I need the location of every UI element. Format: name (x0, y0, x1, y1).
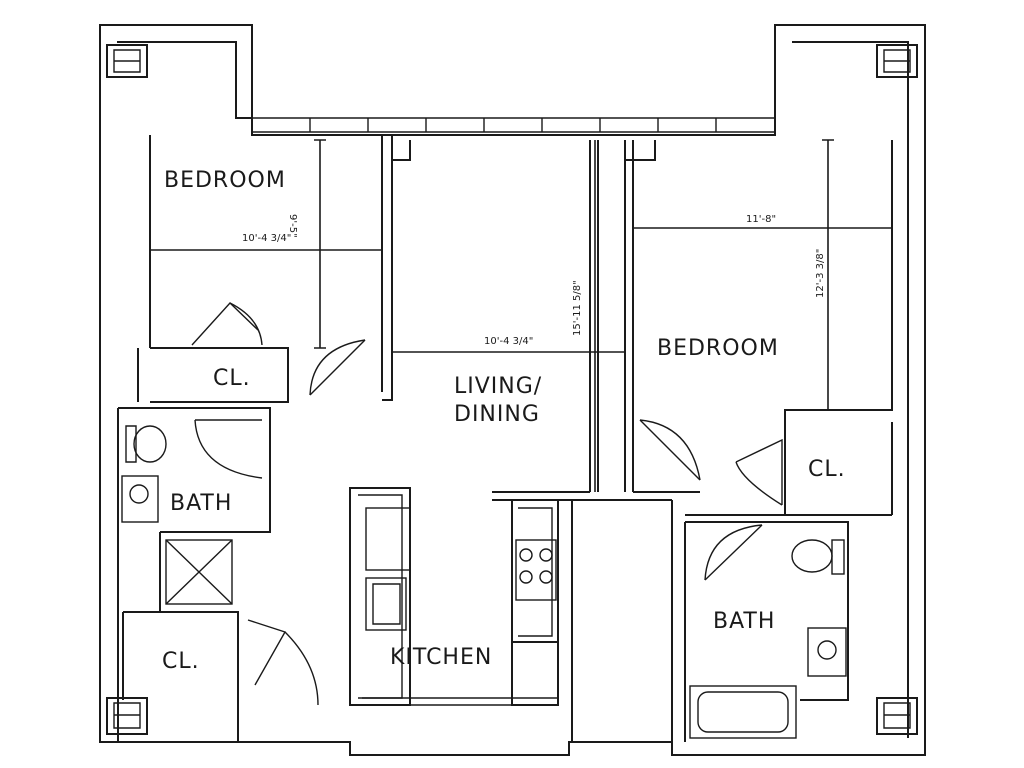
dimension-label-living-depth: 15'-11 5/8" (572, 280, 583, 336)
room-label-bath-right: BATH (713, 609, 775, 634)
right-bath-fixtures (689, 539, 847, 739)
dimension-lines (149, 139, 893, 492)
room-label-bedroom-right: BEDROOM (657, 336, 779, 361)
interior-walls (117, 135, 893, 742)
corner-columns (106, 44, 918, 735)
dimension-label-bedroom-right-depth: 12'-3 3/8" (815, 249, 826, 298)
room-label-bedroom-left: BEDROOM (164, 168, 286, 193)
doors (191, 301, 783, 706)
left-bath-fixtures (121, 425, 233, 605)
room-label-dining: DINING (454, 402, 540, 427)
room-label-closet-left-top: CL. (213, 366, 251, 391)
dimension-label-living-width: 10'-4 3/4" (484, 336, 533, 347)
room-label-closet-right: CL. (808, 457, 846, 482)
room-label-kitchen: KITCHEN (390, 645, 492, 670)
room-label-closet-left-bottom: CL. (162, 649, 200, 674)
kitchen (349, 487, 559, 706)
dimension-label-bedroom-left-depth: 9'-5" (287, 214, 298, 238)
room-label-living: LIVING/ (454, 374, 542, 399)
dimension-label-bedroom-left-width: 10'-4 3/4" (242, 233, 291, 244)
exterior-walls (99, 24, 926, 756)
dimension-label-bedroom-right-width: 11'-8" (746, 214, 776, 225)
window-wall (252, 117, 775, 133)
room-label-bath-left: BATH (170, 491, 232, 516)
